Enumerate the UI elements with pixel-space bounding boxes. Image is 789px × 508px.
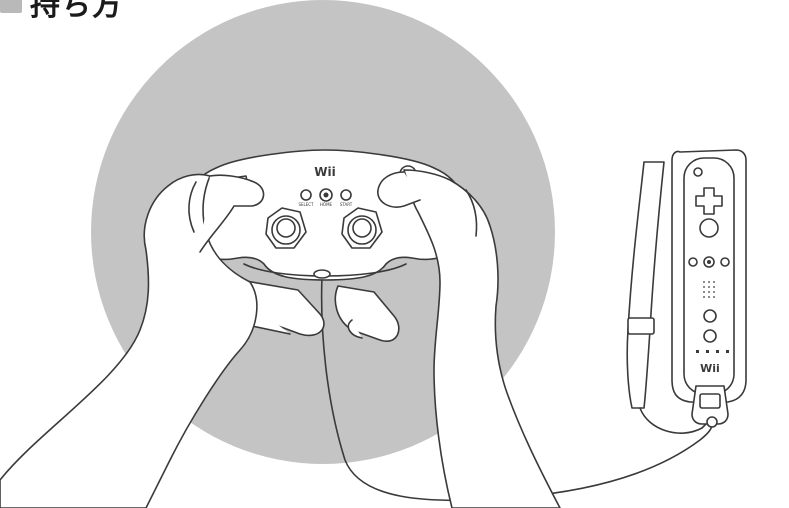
remote-brand-label: Wii [700, 362, 720, 375]
start-button [341, 190, 351, 200]
controller-brand-label: Wii [314, 165, 335, 179]
start-label: START [340, 202, 353, 207]
remote-1-button [704, 310, 716, 322]
select-button [301, 190, 311, 200]
home-label: HOME [320, 202, 333, 207]
select-label: SELECT [298, 202, 314, 207]
remote-a-button [700, 219, 718, 237]
wii-remote: Wii [627, 150, 746, 433]
remote-2-button [704, 330, 716, 342]
cable-port [314, 270, 330, 278]
power-button [694, 168, 702, 176]
